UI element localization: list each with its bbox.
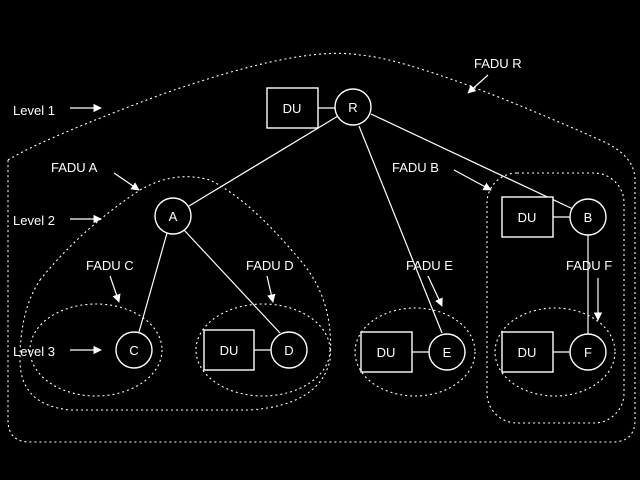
fadu-c-boundary — [29, 303, 163, 397]
node-b-label: B — [584, 210, 593, 225]
edge-r-b — [370, 113, 574, 210]
fadu-b-boundary — [486, 172, 625, 424]
fadu-b-arrow — [453, 169, 492, 191]
node-c-label: C — [129, 343, 138, 358]
level-3-label: Level 3 — [13, 344, 55, 359]
du-box-d: DU — [203, 329, 255, 371]
node-r-label: R — [348, 100, 357, 115]
du-label: DU — [377, 345, 396, 360]
fadu-d-label: FADU D — [246, 258, 294, 273]
fadu-c-arrow — [109, 275, 121, 303]
level-1-label: Level 1 — [13, 103, 55, 118]
node-e: E — [428, 333, 466, 371]
node-d: D — [270, 331, 308, 369]
fadu-r-label: FADU R — [474, 56, 522, 71]
fadu-r-boundary — [7, 52, 636, 443]
fadu-e-arrow — [427, 275, 443, 307]
fadu-e-label: FADU E — [406, 258, 453, 273]
du-box-e: DU — [360, 331, 413, 373]
fadu-d-arrow — [266, 275, 276, 303]
node-r: R — [334, 88, 372, 126]
fadu-f-boundary — [494, 307, 616, 397]
node-b: B — [569, 198, 607, 236]
du-box-b: DU — [501, 196, 554, 238]
node-f-label: F — [584, 345, 592, 360]
edge-a-c — [138, 232, 168, 333]
edge-r-e — [358, 125, 443, 334]
du-label: DU — [518, 210, 537, 225]
node-e-label: E — [443, 345, 452, 360]
node-a-label: A — [169, 209, 178, 224]
node-a: A — [154, 197, 192, 235]
level-2-label: Level 2 — [13, 213, 55, 228]
edge-r-a — [188, 115, 339, 207]
node-f: F — [569, 333, 607, 371]
fadu-a-label: FADU A — [51, 160, 98, 175]
fadu-e-boundary — [354, 307, 476, 397]
du-label: DU — [220, 343, 239, 358]
edge-a-d — [183, 229, 281, 334]
fadu-a-arrow — [113, 172, 140, 191]
du-label: DU — [518, 345, 537, 360]
node-c: C — [115, 331, 153, 369]
node-d-label: D — [284, 343, 293, 358]
fadu-f-label: FADU F — [566, 258, 612, 273]
du-box-f: DU — [501, 331, 554, 373]
fadu-c-label: FADU C — [86, 258, 134, 273]
fadu-r-arrow — [467, 74, 489, 94]
du-label: DU — [283, 101, 302, 116]
fadu-b-label: FADU B — [392, 160, 439, 175]
fadu-a-boundary — [19, 176, 332, 411]
du-box-r: DU — [266, 87, 319, 129]
fadu-d-boundary — [195, 303, 331, 397]
